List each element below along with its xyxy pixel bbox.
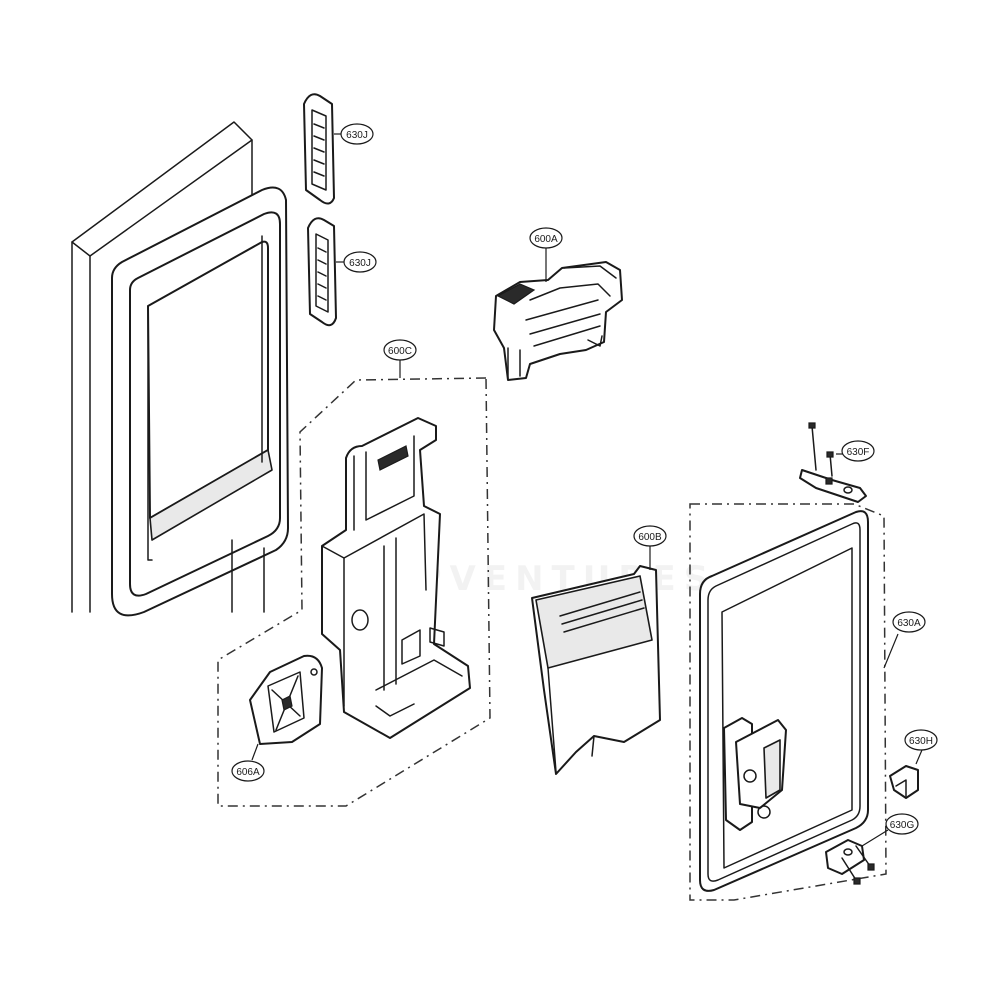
callout-600B: 600B: [633, 525, 667, 547]
callout-630G: 630G: [885, 813, 919, 835]
leader-lines: [251, 133, 923, 847]
part-630H-clip: [889, 765, 919, 799]
part-606A-bracket: [249, 654, 323, 745]
part-630F-hinge: [799, 422, 867, 503]
group-outline-630A: [689, 503, 887, 901]
callout-label: 630J: [346, 130, 368, 141]
callout-label: 630J: [349, 258, 371, 269]
group-outline-600C: [217, 377, 491, 807]
callout-label: 630A: [897, 618, 921, 629]
callout-630H: 630H: [904, 729, 938, 751]
callout-label: 600A: [534, 234, 558, 245]
part-630G-hinge: [825, 839, 875, 885]
callout-label: 630G: [890, 820, 915, 831]
callout-630F: 630F: [841, 440, 875, 462]
part-630J-bottom: [307, 217, 337, 327]
callout-label: 600C: [388, 346, 412, 357]
part-600A-ice-maker: [493, 261, 623, 381]
part-600C-housing: [321, 417, 471, 739]
part-600B-cover: [531, 565, 661, 775]
callout-label: 606A: [236, 767, 260, 778]
callout-label: 600B: [638, 532, 662, 543]
callout-630J-top: 630J: [340, 123, 374, 145]
callout-label: 630F: [847, 447, 870, 458]
callout-600C: 600C: [383, 339, 417, 361]
callout-630A: 630A: [892, 611, 926, 633]
part-630J-top: [303, 93, 335, 205]
main-door-panel: [71, 121, 289, 617]
callout-600A: 600A: [529, 227, 563, 249]
callout-630J-bottom: 630J: [343, 251, 377, 273]
part-630A-sub-door: [699, 510, 869, 892]
callout-606A: 606A: [231, 760, 265, 782]
callout-label: 630H: [909, 736, 933, 747]
